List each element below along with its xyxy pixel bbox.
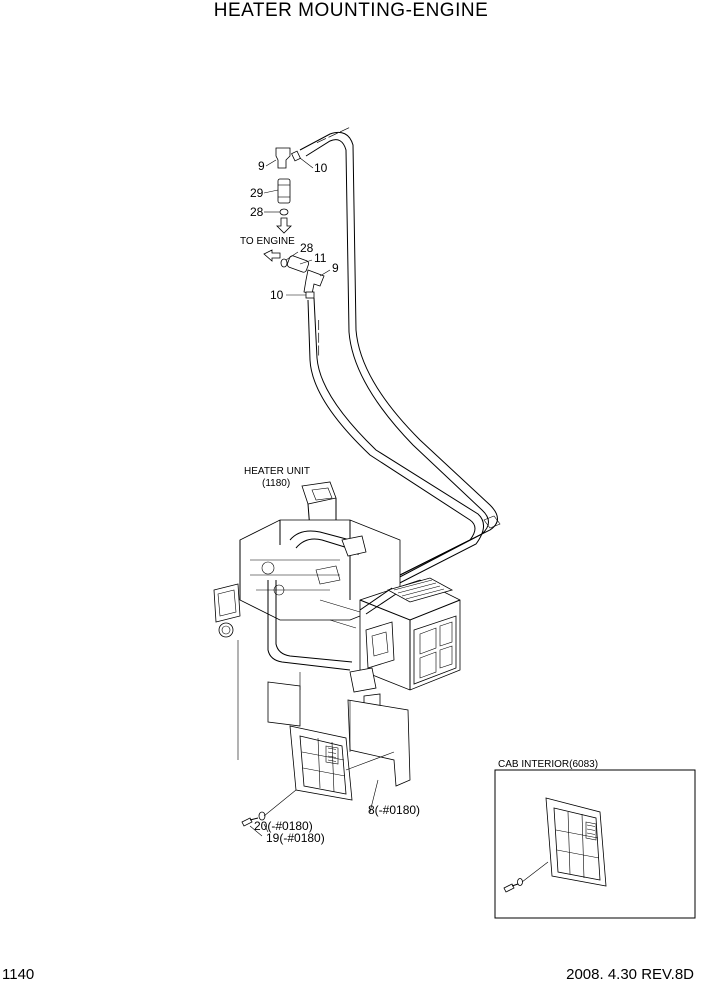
top-fitting-group xyxy=(275,147,301,234)
cab-interior-inset xyxy=(494,769,696,919)
lower-panels xyxy=(241,681,411,837)
o-ring-28-top xyxy=(279,208,289,216)
nipple-11 xyxy=(286,255,310,273)
svg-text:— — —: — — — xyxy=(315,123,352,148)
bracket-8 xyxy=(347,699,411,787)
callout-28-mid: 28 xyxy=(300,241,314,255)
screw-19 xyxy=(241,817,253,827)
washer-20 xyxy=(258,811,266,821)
callout-8: 8(-#0180) xyxy=(368,803,420,817)
heater-unit-ref: (1180) xyxy=(262,478,290,489)
to-engine-label: TO ENGINE xyxy=(240,236,295,247)
callout-9-top: 9 xyxy=(258,159,265,173)
arrow-left-icon xyxy=(263,249,281,262)
callouts: 9 10 29 28 TO ENGINE 28 11 9 10 HEATER U… xyxy=(240,157,598,845)
mid-fitting-group xyxy=(263,249,325,299)
o-ring-28-mid xyxy=(280,258,288,268)
callout-28-top: 28 xyxy=(250,205,264,219)
callout-19: 19(-#0180) xyxy=(266,831,325,845)
panel-plate xyxy=(267,681,301,727)
callout-29: 29 xyxy=(250,186,264,200)
page-title: HEATER MOUNTING-ENGINE xyxy=(213,0,489,21)
inset-frame xyxy=(494,769,696,919)
callout-10-top: 10 xyxy=(314,161,328,175)
arrow-down-icon xyxy=(276,217,292,234)
heater-unit-label: HEATER UNIT xyxy=(244,466,310,477)
elbow-fitting-9-mid xyxy=(303,269,325,295)
callout-10-mid: 10 xyxy=(270,288,284,302)
nipple-29 xyxy=(277,178,291,204)
page-number: 1140 xyxy=(2,966,35,983)
elbow-fitting-9-top xyxy=(275,147,291,169)
revision-date: 2008. 4.30 REV.8D xyxy=(566,966,694,983)
callout-11: 11 xyxy=(314,251,327,265)
callout-20: 20(-#0180) xyxy=(254,819,313,833)
cab-interior-label: CAB INTERIOR(6083) xyxy=(498,759,598,770)
clamp-10-mid xyxy=(305,291,315,299)
clamp-10-top xyxy=(291,150,301,162)
filter-grille xyxy=(386,577,454,603)
callout-9-mid: 9 xyxy=(332,261,339,275)
svg-text:— — —: — — — xyxy=(313,320,324,356)
heater-unit xyxy=(213,481,461,760)
